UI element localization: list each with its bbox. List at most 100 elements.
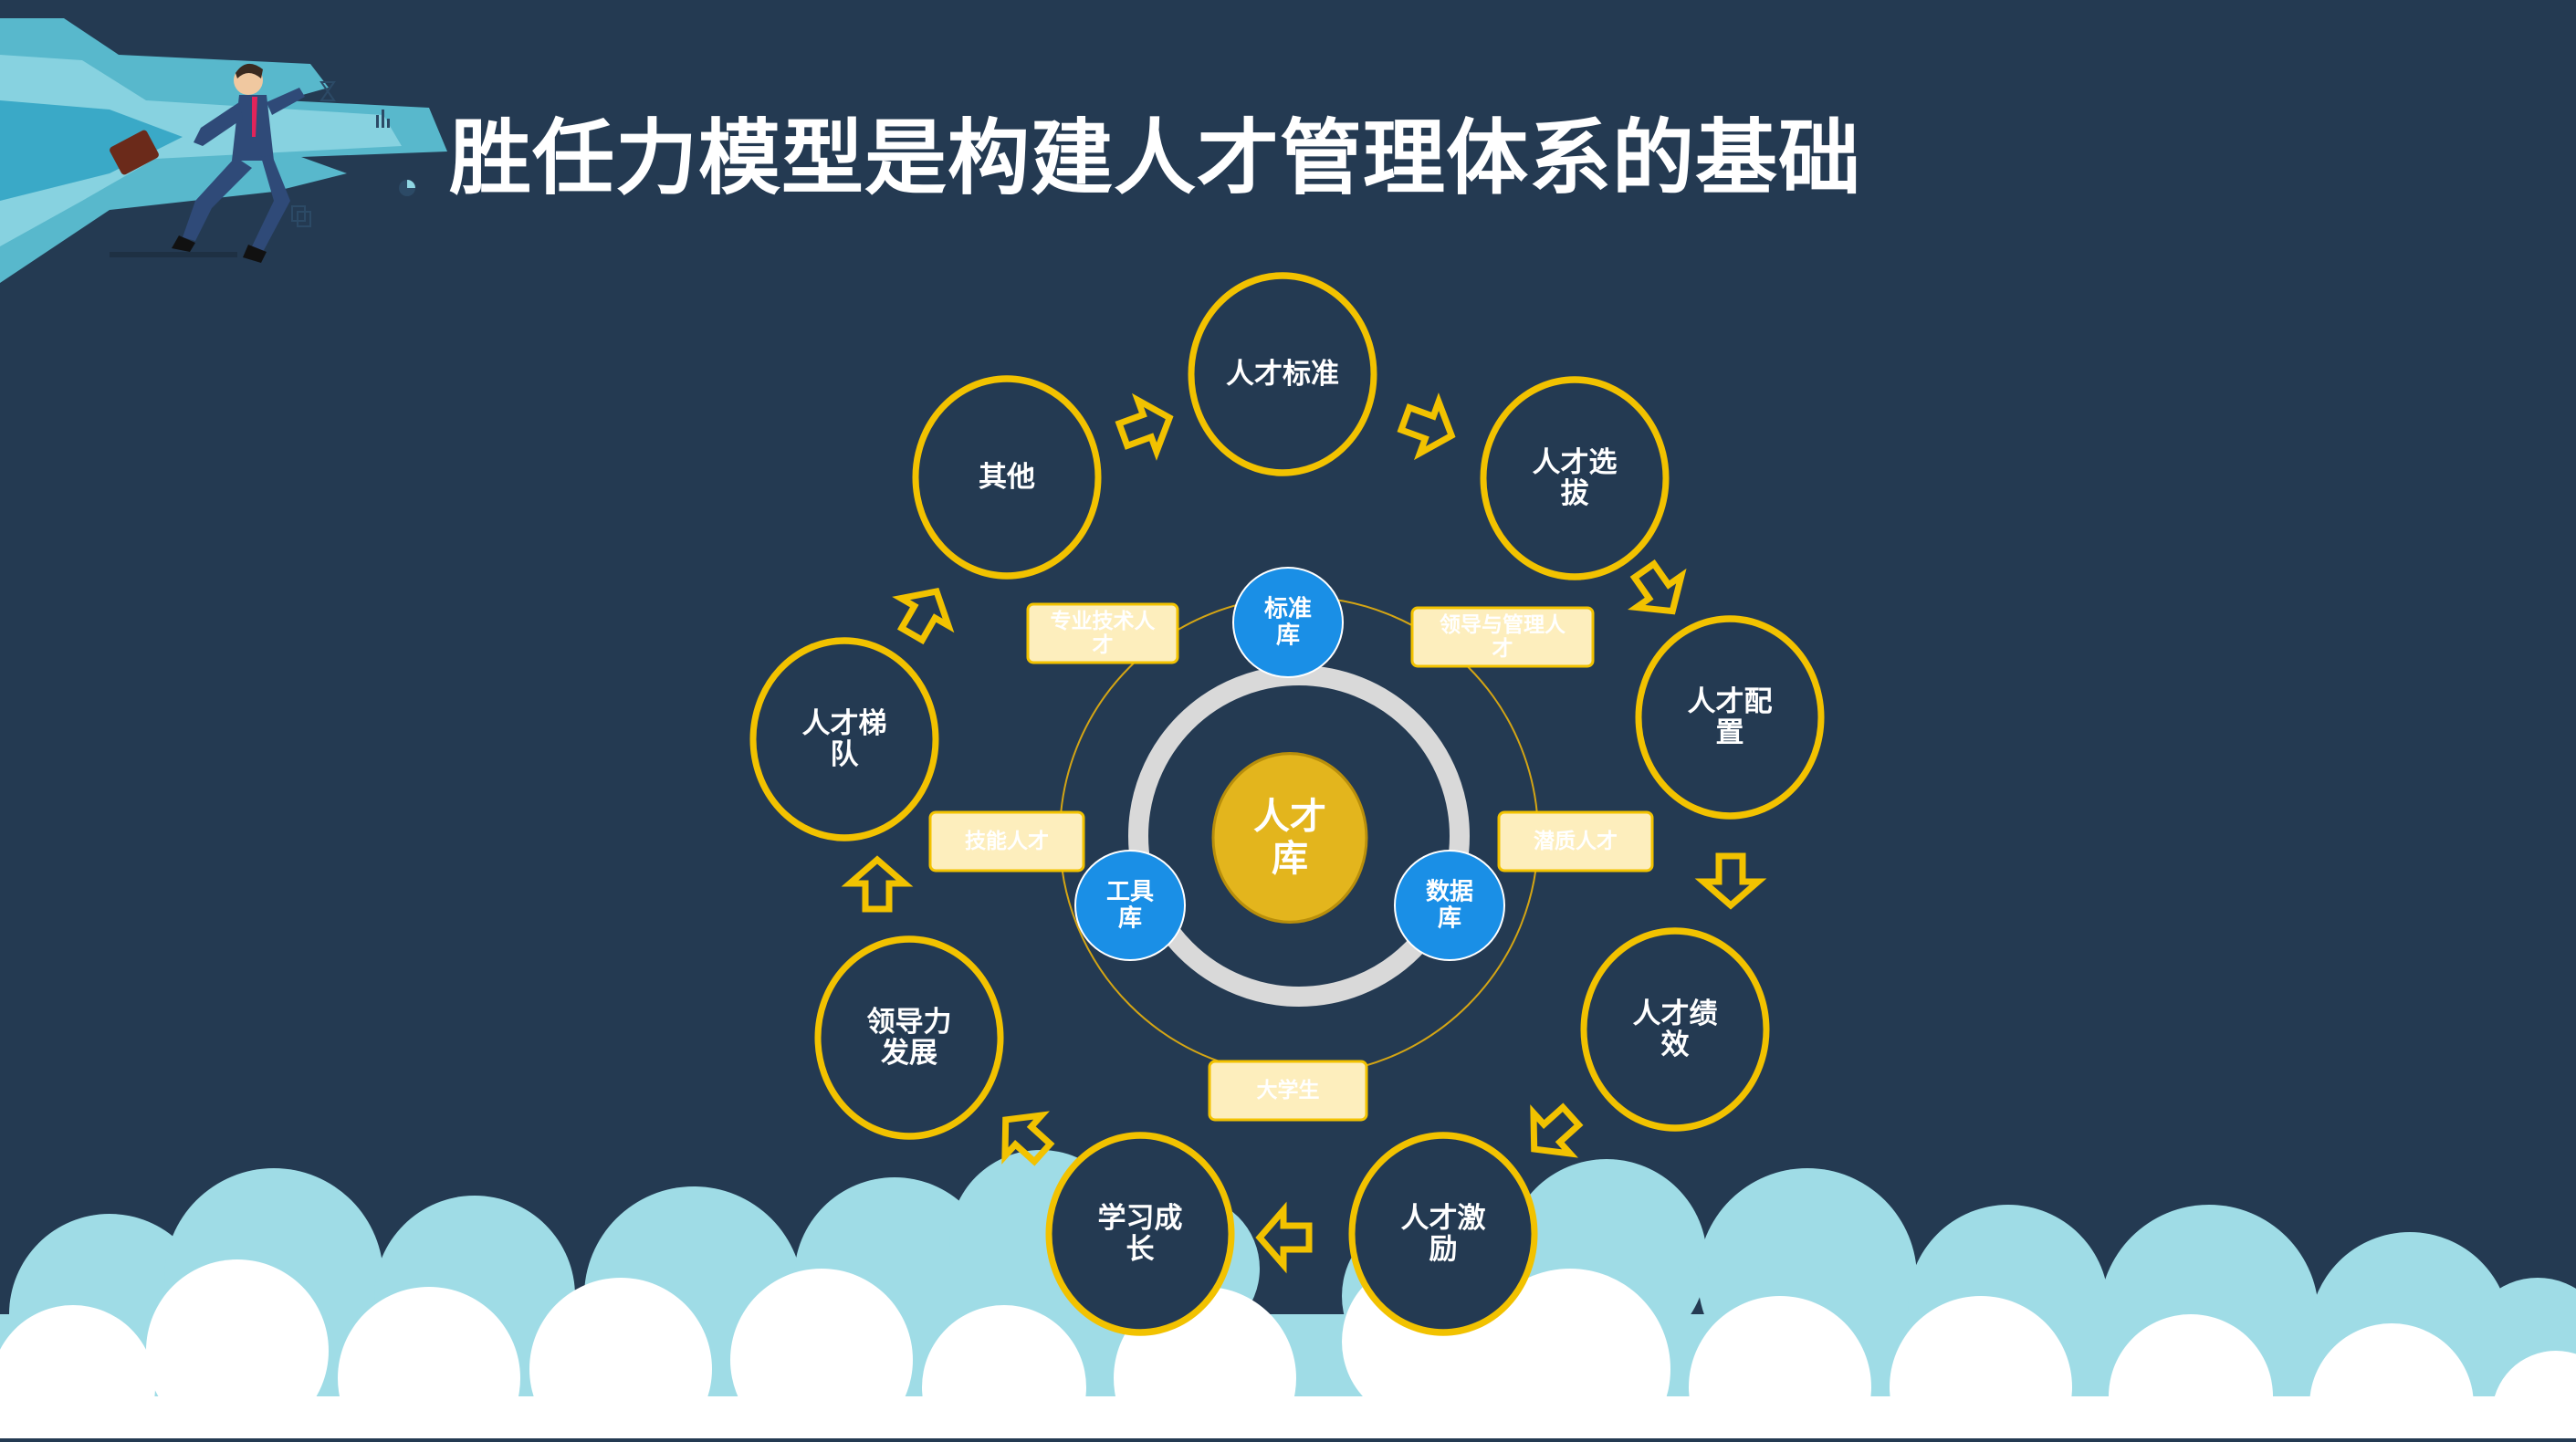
library-node-circle bbox=[1232, 567, 1344, 678]
pie-chart-icon bbox=[399, 180, 415, 196]
cycle-node-label-line: 队 bbox=[831, 738, 860, 771]
cycle-node-label-line: 长 bbox=[1126, 1233, 1155, 1266]
flow-arrow-icon bbox=[841, 855, 914, 913]
cycle-arrows bbox=[841, 392, 1767, 1274]
cycle-node-circle bbox=[1188, 272, 1377, 476]
cloud-base-white bbox=[0, 1396, 2576, 1438]
cycle-node-label-line: 励 bbox=[1429, 1233, 1458, 1266]
talent-tag-label: 大学生 bbox=[1257, 1078, 1320, 1102]
talent-tag-label: 技能人才 bbox=[965, 829, 1049, 853]
cycle-node-label-line: 人才激 bbox=[1401, 1202, 1486, 1235]
library-node-label: 标准库 bbox=[1264, 596, 1312, 650]
talent-tag-quality: 潜质人才 bbox=[1497, 810, 1654, 873]
cycle-node-circle bbox=[749, 637, 939, 841]
talent-pool-center: 人才库 bbox=[1211, 751, 1368, 925]
talent-type-tags: 专业技术人才领导与管理人才技能人才潜质人才大学生 bbox=[928, 602, 1654, 1122]
library-node-label: 数据库 bbox=[1426, 879, 1473, 933]
cloud-background bbox=[0, 1150, 2576, 1442]
library-node-standard: 标准库 bbox=[1232, 567, 1344, 678]
talent-tag-box bbox=[1497, 810, 1654, 873]
library-node-label-line: 库 bbox=[1276, 622, 1300, 650]
cycle-node-label-line: 人才标准 bbox=[1226, 358, 1339, 391]
cycle-node-circle bbox=[1580, 927, 1770, 1132]
runner-banner bbox=[0, 18, 447, 283]
talent-tag-box bbox=[1208, 1060, 1368, 1122]
bar-chart-icon bbox=[376, 110, 390, 128]
page-title: 胜任力模型是构建人才管理体系的基础 bbox=[449, 110, 1861, 206]
flow-arrow-icon bbox=[1694, 852, 1767, 910]
flow-arrow-icon bbox=[1255, 1201, 1313, 1274]
talent-tag-graduates: 大学生 bbox=[1208, 1060, 1368, 1122]
cycle-node-label-line: 效 bbox=[1661, 1029, 1690, 1061]
library-node-circle bbox=[1394, 850, 1505, 961]
talent-tag-label-line: 才 bbox=[1093, 633, 1114, 657]
talent-tag-label-line: 专业技术人 bbox=[1051, 609, 1157, 633]
library-node-data: 数据库 bbox=[1394, 850, 1505, 961]
talent-pool-circle bbox=[1211, 751, 1368, 925]
library-node-label-line: 数据 bbox=[1426, 879, 1473, 906]
cycle-node-label-line: 人才梯 bbox=[802, 707, 887, 740]
library-node-circle bbox=[1074, 850, 1186, 961]
library-node-label-line: 库 bbox=[1438, 905, 1461, 933]
talent-pool-label: 人才库 bbox=[1253, 796, 1326, 880]
cycle-node-circle bbox=[1480, 376, 1670, 580]
cycle-node-label-line: 其他 bbox=[979, 461, 1035, 494]
hourglass-icon bbox=[319, 81, 336, 101]
talent-tag-label-line: 才 bbox=[1492, 637, 1513, 661]
cycle-node-label: 人才标准 bbox=[1226, 358, 1339, 391]
talent-pool-label-line: 人才 bbox=[1253, 796, 1326, 838]
cycle-node-label-line: 拔 bbox=[1561, 477, 1589, 510]
cycle-node-circle bbox=[814, 935, 1004, 1140]
cycle-node-label-line: 学习成 bbox=[1098, 1202, 1183, 1235]
library-node-label-line: 标准 bbox=[1264, 596, 1312, 623]
cycle-node-label-line: 置 bbox=[1716, 716, 1744, 749]
flow-arrow-icon bbox=[1115, 392, 1174, 461]
cycle-node-label-line: 领导力 bbox=[867, 1006, 952, 1039]
library-node-label-line: 库 bbox=[1118, 905, 1142, 933]
cycle-node-circle bbox=[1635, 615, 1825, 820]
flow-arrow-icon bbox=[892, 588, 955, 645]
talent-tag-box bbox=[1026, 602, 1179, 664]
library-node-label: 工具库 bbox=[1106, 879, 1154, 933]
document-icon bbox=[291, 205, 311, 227]
cycle-node-circle bbox=[1045, 1132, 1235, 1336]
cycle-node-talent-standard: 人才标准 bbox=[1188, 272, 1377, 476]
flow-arrow-icon bbox=[1001, 1111, 1055, 1166]
cycle-node-label-line: 人才配 bbox=[1688, 685, 1773, 718]
cycle-node-label-line: 发展 bbox=[880, 1037, 937, 1070]
talent-tag-label-line: 技能人才 bbox=[965, 829, 1049, 853]
talent-tag-label-line: 大学生 bbox=[1257, 1078, 1320, 1102]
library-node-label-line: 工具 bbox=[1106, 879, 1154, 906]
talent-tag-label-line: 领导与管理人 bbox=[1440, 612, 1566, 637]
talent-tag-box bbox=[1410, 606, 1595, 668]
talent-tag-box bbox=[928, 810, 1085, 873]
cycle-node-circle bbox=[1348, 1132, 1538, 1336]
flow-arrow-icon bbox=[1628, 559, 1687, 615]
talent-pool-label-line: 库 bbox=[1272, 838, 1308, 880]
talent-tag-label: 潜质人才 bbox=[1534, 830, 1618, 853]
cycle-node-circle bbox=[912, 375, 1102, 580]
talent-tag-label-line: 潜质人才 bbox=[1534, 830, 1618, 853]
